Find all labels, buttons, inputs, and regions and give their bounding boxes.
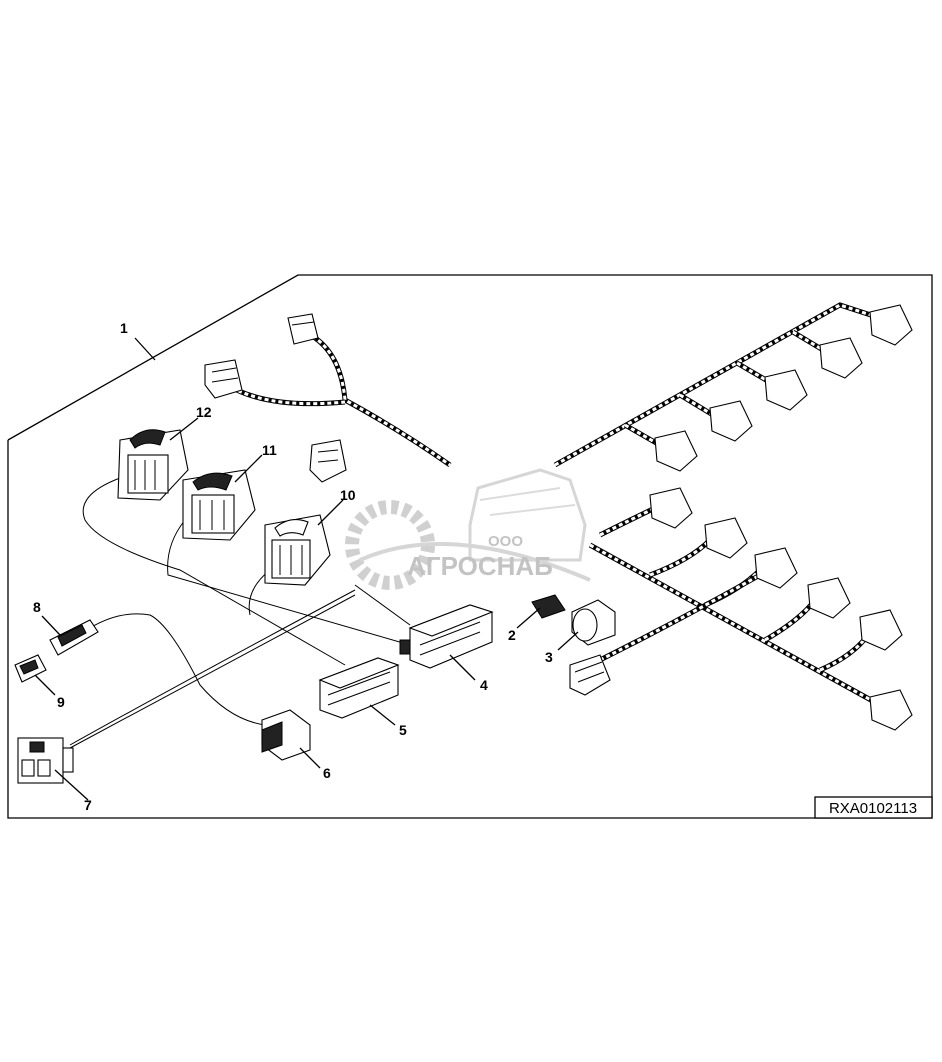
sensor-connectors-right (649, 304, 913, 731)
callout-1: 1 (120, 320, 128, 336)
connector-8 (49, 619, 99, 656)
connector-11 (182, 469, 256, 541)
connector-large-bottom (569, 654, 611, 696)
connector-6 (261, 709, 311, 761)
callout-4: 4 (480, 677, 488, 693)
connector-3 (571, 599, 616, 646)
callout-5: 5 (399, 722, 407, 738)
connector-4 (399, 604, 494, 669)
connector-top-b (204, 359, 243, 399)
watermark-company-name: АГРОСНАБ (407, 551, 553, 581)
connector-7 (17, 737, 74, 784)
connector-top-a (287, 313, 319, 345)
drawing-code: RXA0102113 (829, 800, 917, 817)
callout-7: 7 (84, 797, 92, 813)
connector-9 (14, 654, 47, 683)
callout-10: 10 (340, 487, 356, 503)
connector-small-top (309, 439, 347, 483)
watermark-small-text: ООО (488, 533, 523, 550)
callout-2: 2 (508, 627, 516, 643)
callout-11: 11 (262, 442, 277, 458)
callout-labels: 1 2 3 4 5 6 7 8 9 10 11 12 (33, 320, 553, 813)
diagram-frame (7, 274, 933, 819)
callout-3: 3 (545, 649, 553, 665)
connector-10 (264, 514, 331, 586)
callout-9: 9 (57, 694, 65, 710)
connector-12 (117, 429, 189, 501)
connector-5 (318, 657, 400, 719)
callout-6: 6 (323, 765, 331, 781)
connector-2 (531, 594, 566, 619)
callout-12: 12 (196, 404, 212, 420)
cable-bundle (69, 476, 411, 749)
drawing-code-box (814, 796, 933, 819)
leader-lines (34, 337, 579, 801)
watermark-logo: ООО АГРОСНАБ (345, 468, 591, 590)
callout-8: 8 (33, 599, 41, 615)
